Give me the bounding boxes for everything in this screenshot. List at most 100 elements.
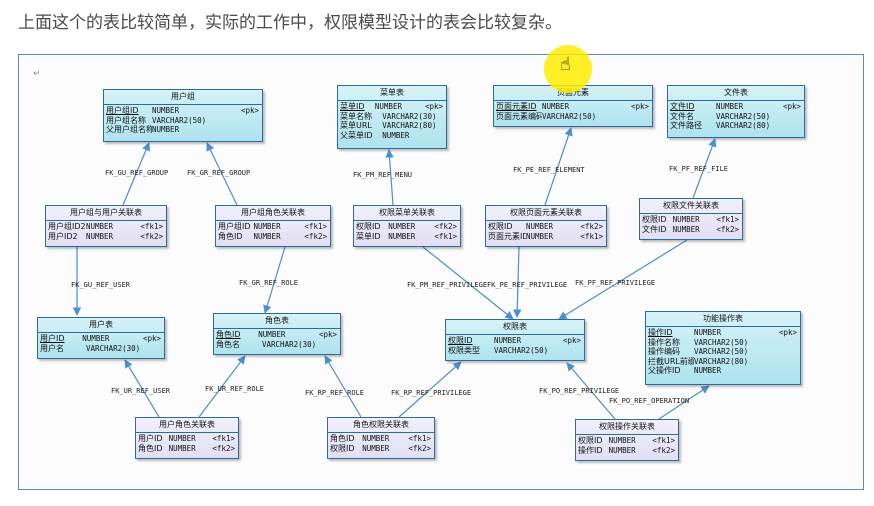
entity-title: 权限文件关联表 [640, 199, 742, 214]
fk-label: FK_PE_REF_PRIVILEGE [487, 281, 568, 289]
column-type: NUMBER [152, 106, 180, 115]
column-key [218, 116, 262, 126]
fk-label: FK_PF_REF_PRIVILEGE [575, 279, 656, 287]
column-key: <fk2> [434, 222, 457, 231]
column-name: 用户组ID [218, 222, 251, 231]
column-type: VARCHAR2(50) [542, 111, 597, 121]
column-name: 权限ID [330, 443, 355, 453]
relationship-line [692, 138, 717, 199]
column-type: NUMBER [716, 102, 744, 111]
entity-title: 用户组与用户关联表 [46, 206, 166, 221]
column-type: NUMBER [672, 215, 700, 224]
column-type: NUMBER [85, 231, 114, 241]
return-mark: ↵ [33, 69, 41, 79]
page-caption: 上面这个的表比较简单，实际的工作中，权限模型设计的表会比较复杂。 [18, 13, 562, 33]
column-key [443, 131, 446, 141]
fk-label: FK_GR_REF_GROUP [187, 169, 251, 177]
fk-label: FK_UR_REF_USER [111, 387, 171, 395]
hand-cursor-icon: ☝ [560, 54, 571, 75]
column-name: 角色ID [138, 443, 163, 453]
column-key: <pk> [778, 328, 797, 337]
entity-title: 用户角色关联表 [136, 418, 238, 433]
column-key: <fk2> [716, 224, 739, 234]
column-type: NUMBER [253, 222, 281, 231]
column-name: 用户组ID2 [48, 222, 86, 231]
column-type: NUMBER [608, 445, 636, 455]
column-key: <fk1> [652, 436, 675, 445]
column-type: VARCHAR2(30) [262, 339, 317, 349]
relationship-line [324, 355, 362, 418]
column-type: NUMBER [388, 231, 416, 241]
column-key: <pk> [782, 102, 801, 111]
column-type: NUMBER [672, 224, 700, 234]
relationship-line [566, 362, 616, 420]
column-type: VARCHAR2(30) [86, 343, 141, 353]
column-name: 权限ID [448, 336, 473, 345]
relationship-line [263, 246, 286, 314]
column-row: 角色名 VARCHAR2(30) [216, 340, 340, 350]
column-type: NUMBER [694, 328, 722, 337]
column-key [760, 338, 800, 348]
column-key [152, 344, 164, 354]
column-key [760, 347, 800, 357]
relationship-line [544, 127, 573, 206]
column-name: 页面元素编码 [496, 111, 542, 121]
entity-title: 功能操作表 [646, 312, 800, 327]
column-name: 文件名 [670, 111, 694, 121]
column-key [218, 125, 262, 135]
column-key: <pk> [562, 336, 581, 345]
column-type: NUMBER [258, 330, 286, 339]
fk-label: FK_PM_REF_MENU [353, 171, 413, 179]
relationship-line [122, 142, 150, 206]
relationship-line [198, 355, 246, 418]
fk-label: FK_GU_REF_GROUP [105, 169, 169, 177]
column-type: NUMBER [382, 130, 410, 140]
fk-label: FK_PO_REF_PRIVILEGE [539, 387, 620, 395]
entity-title: 角色表 [214, 314, 340, 329]
entity-title: 权限操作关联表 [576, 420, 678, 435]
column-key: <fk1> [580, 231, 603, 241]
column-name: 角色名 [216, 339, 240, 349]
column-key: <fk1> [716, 215, 739, 224]
column-name: 菜单URL [340, 121, 372, 130]
column-key [760, 366, 800, 376]
column-type: NUMBER [525, 231, 554, 241]
